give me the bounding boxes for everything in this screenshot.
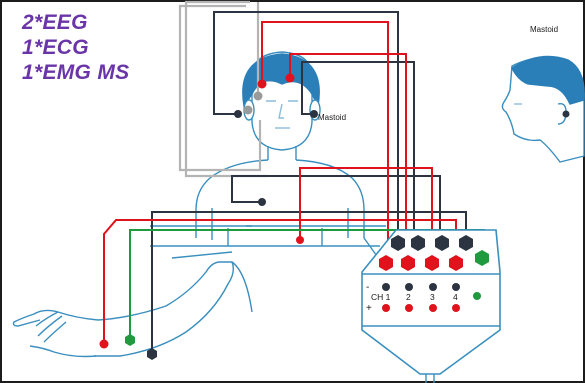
montage-line-eeg: 2*EEG: [22, 11, 88, 34]
channel-plus-dots: [382, 304, 460, 312]
side-head-figure: [501, 55, 585, 163]
black-lead-arm: [151, 211, 467, 354]
ch1-minus-dot: [382, 283, 390, 291]
arm-outline: [94, 261, 235, 357]
ch2-plus-dot: [405, 304, 413, 312]
socket-red-2: [401, 255, 415, 271]
patient-figure: [12, 51, 387, 358]
ch4-minus-dot: [452, 283, 460, 291]
scalp-electrode-grey-2: [243, 105, 253, 115]
channel-label-1: CH 1: [371, 292, 391, 302]
red-lead-scalp-1: [261, 21, 389, 254]
channel-label-4: 4: [453, 292, 458, 302]
socket-red-3: [425, 255, 439, 271]
black-leads: [151, 11, 467, 354]
ch3-minus-dot: [429, 283, 437, 291]
montage-legend: 2*EEG 1*ECG 1*EMG MS: [22, 10, 129, 85]
black-lead-chest: [231, 175, 441, 240]
ch2-minus-dot: [405, 283, 413, 291]
montage-line-emg: 1*EMG MS: [22, 61, 130, 84]
socket-black-1: [391, 235, 405, 251]
nose: [278, 103, 284, 119]
black-lead-mastoid: [301, 61, 415, 240]
channel-label-3: 3: [430, 292, 435, 302]
chest-electrode-red: [296, 236, 304, 244]
amplifier-box: - + CH 1 2 3 4: [361, 229, 501, 383]
plus-label: +: [366, 303, 372, 314]
socket-green: [475, 250, 489, 266]
left-mastoid-electrode: [234, 110, 242, 118]
scalp-electrode-red-1: [257, 79, 267, 89]
amplifier-red-sockets: [379, 255, 463, 271]
socket-black-4: [459, 235, 473, 251]
arm-band: [171, 251, 233, 259]
amplifier-black-sockets: [391, 235, 473, 251]
chest-electrode-black: [258, 198, 266, 206]
montage-line-ecg: 1*ECG: [22, 36, 89, 59]
bed-line: [150, 225, 386, 247]
black-lead-scalp: [213, 11, 399, 240]
neck: [267, 146, 297, 160]
channel-label-2: 2: [406, 292, 411, 302]
socket-red-4: [449, 255, 463, 271]
scalp-electrode-grey-1: [253, 91, 263, 101]
hand-outline: [12, 309, 99, 358]
arm-electrode-green: [125, 334, 135, 346]
ground-dot-green: [473, 292, 481, 300]
right-mastoid-electrode: [310, 110, 318, 118]
red-lead-scalp-2: [289, 53, 407, 254]
arm-electrode-red: [99, 339, 109, 349]
reference-lead: [178, 0, 268, 178]
socket-black-3: [435, 235, 449, 251]
socket-red-1: [379, 255, 393, 271]
lower-arm-contour: [231, 261, 253, 313]
amplifier-outline: [361, 229, 501, 375]
mastoid-label-side: Mastoid: [530, 25, 558, 34]
mastoid-label-body: Mastoid: [318, 113, 346, 122]
ch1-plus-dot: [382, 304, 390, 312]
body-electrodes: [99, 73, 570, 360]
minus-label: -: [366, 282, 369, 293]
ch3-plus-dot: [429, 304, 437, 312]
arm-electrode-black: [147, 348, 157, 360]
socket-black-2: [411, 235, 425, 251]
amplifier-stem: [425, 374, 435, 383]
side-head-hair: [511, 55, 585, 105]
ch4-plus-dot: [452, 304, 460, 312]
side-mastoid-electrode: [562, 110, 570, 118]
red-lead-chest: [299, 167, 433, 254]
torso-outline: [195, 159, 365, 238]
channel-minus-dots: [382, 283, 460, 291]
scalp-electrode-red-2: [285, 73, 295, 83]
